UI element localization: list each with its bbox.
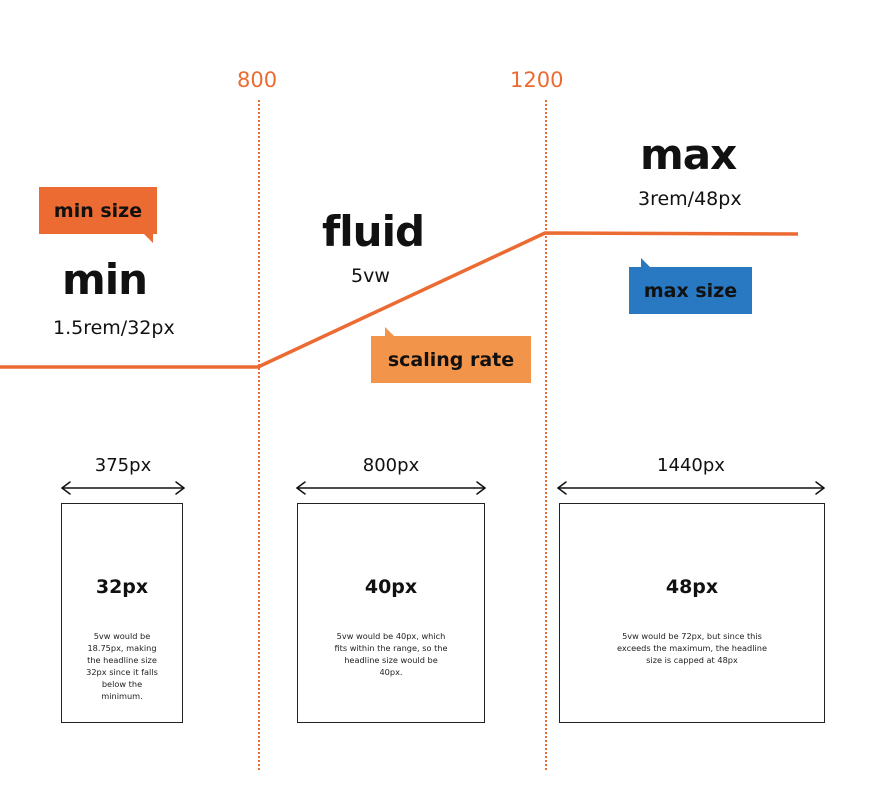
double-headed-arrow-icon: [61, 481, 185, 495]
max-size-tag-label: max size: [643, 279, 738, 302]
fluid-value: 5vw: [351, 265, 390, 287]
viewport-frame-375: 32px 5vw would be 18.75px, making the he…: [61, 503, 183, 723]
min-size-tag-label: min size: [53, 199, 143, 222]
headline-size: 32px: [95, 576, 149, 598]
scaling-rate-tag: scaling rate: [371, 327, 531, 383]
scaling-rate-tag-label: scaling rate: [387, 348, 515, 371]
viewport-width-label-375: 375px: [94, 455, 152, 476]
breakpoint-label-800: 800: [237, 68, 278, 92]
viewport-width-label-1440: 1440px: [657, 455, 725, 476]
viewport-frame-800: 40px 5vw would be 40px, which fits withi…: [297, 503, 485, 723]
min-size-tag: min size: [39, 187, 157, 243]
headline-size-explanation: 5vw would be 18.75px, making the headlin…: [86, 631, 158, 701]
double-headed-arrow-icon: [296, 481, 486, 495]
headline-size-explanation: 5vw would be 72px, but since this exceed…: [617, 631, 767, 665]
size-curve-line: [0, 231, 799, 369]
max-size-tag-pointer: [641, 258, 651, 268]
min-title: min: [62, 255, 148, 304]
viewport-frame-1440: 48px 5vw would be 72px, but since this e…: [559, 503, 825, 723]
viewport-width-label-800: 800px: [362, 455, 420, 476]
headline-size-explanation: 5vw would be 40px, which fits within the…: [334, 631, 448, 677]
breakpoint-label-1200: 1200: [510, 68, 564, 92]
breakpoint-line-800: [258, 100, 260, 770]
min-value: 1.5rem/32px: [53, 317, 175, 339]
double-headed-arrow-icon: [557, 481, 825, 495]
scaling-rate-tag-pointer: [385, 327, 395, 337]
breakpoint-line-1200: [545, 100, 547, 770]
max-value: 3rem/48px: [638, 188, 742, 210]
headline-size: 40px: [364, 576, 418, 598]
fluid-title: fluid: [322, 207, 425, 256]
min-size-tag-pointer: [143, 233, 153, 243]
max-size-tag: max size: [629, 258, 752, 314]
max-title: max: [640, 130, 737, 179]
headline-size: 48px: [665, 576, 719, 598]
